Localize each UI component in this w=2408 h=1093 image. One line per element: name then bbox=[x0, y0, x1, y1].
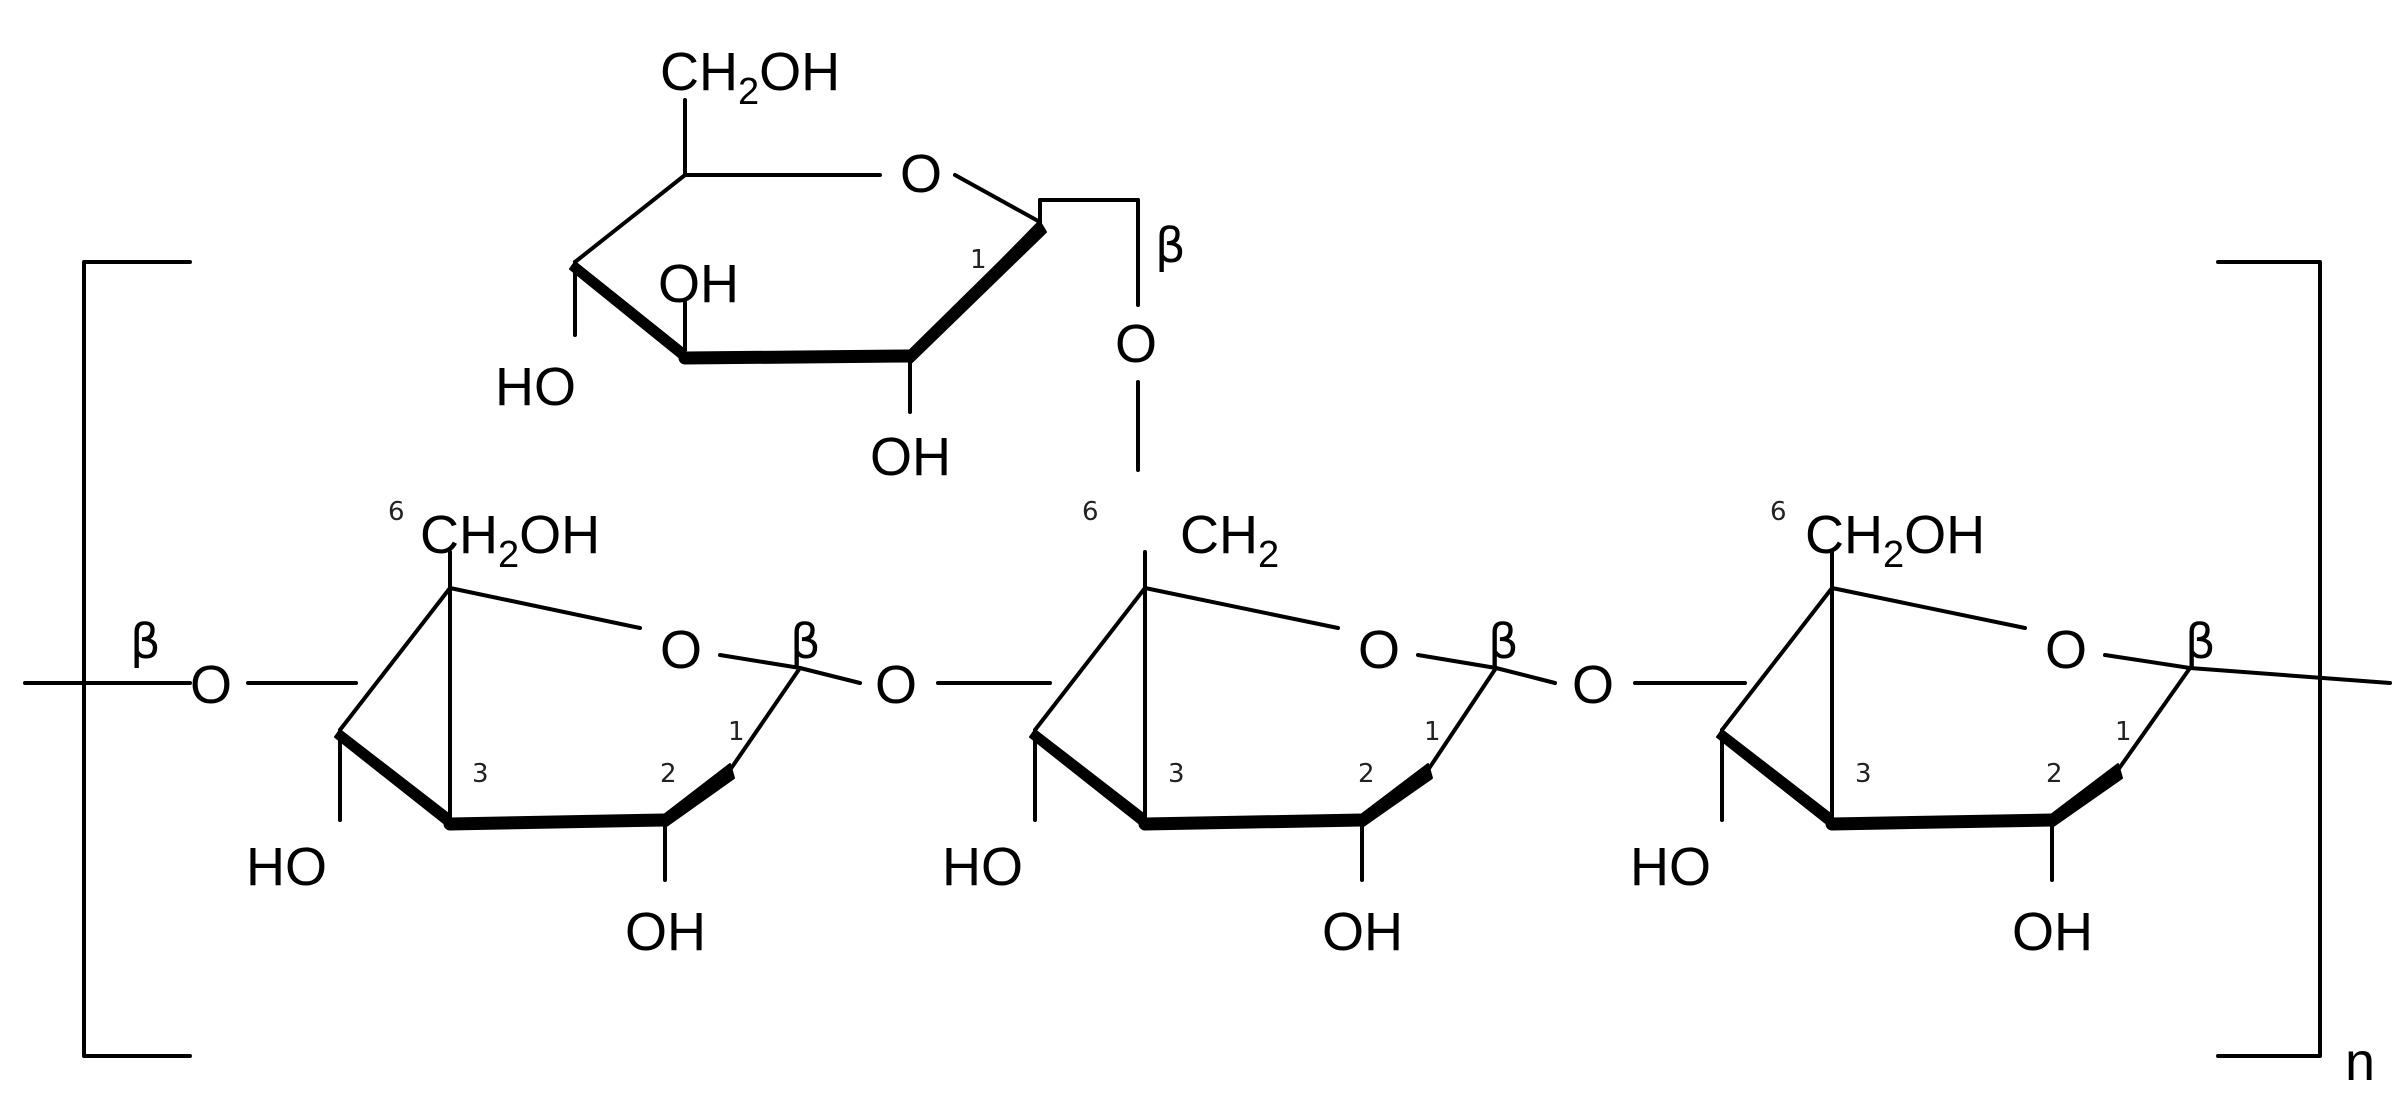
glycosidic-oxygen-2: O bbox=[1572, 655, 1614, 715]
position-2-label-ring2: 2 bbox=[1358, 759, 1375, 789]
hydroxyl-oh-branch-bottom: OH bbox=[870, 427, 951, 487]
ring-oxygen-1: O bbox=[660, 620, 702, 680]
branch-linkage-oxygen: O bbox=[1115, 314, 1157, 374]
ch2oh-group-1: CH2OH bbox=[420, 505, 600, 576]
position-3-label-ring2: 3 bbox=[1168, 759, 1185, 789]
position-1-label-branch: 1 bbox=[970, 245, 987, 275]
beta-label-left: β bbox=[130, 614, 161, 670]
position-6-label-ring2: 6 bbox=[1082, 497, 1099, 527]
hydroxyl-oh-ring2: OH bbox=[1322, 902, 1403, 962]
ch2oh-group-3: CH2OH bbox=[1805, 505, 1985, 576]
hydroxyl-oh-ring1: OH bbox=[625, 902, 706, 962]
beta-label-ring2: β bbox=[1488, 614, 1519, 670]
hydroxyl-oh-branch-top: OH bbox=[658, 254, 739, 314]
position-2-label-ring3: 2 bbox=[2046, 759, 2063, 789]
ch2-group-ring2: CH2 bbox=[1180, 505, 1279, 576]
beta-label-ring3: β bbox=[2185, 614, 2216, 670]
glucose-ring-3 bbox=[1716, 550, 2192, 882]
hydroxyl-ho-ring3: HO bbox=[1630, 837, 1711, 897]
beta-label-branch: β bbox=[1155, 218, 1186, 274]
hydroxyl-oh-ring3: OH bbox=[2012, 902, 2093, 962]
ring-oxygen-2: O bbox=[1358, 620, 1400, 680]
ring-oxygen-branch: O bbox=[900, 144, 942, 204]
position-1-label-ring2: 1 bbox=[1424, 717, 1441, 747]
position-2-label: 2 bbox=[660, 759, 677, 789]
right-bracket bbox=[2216, 260, 2322, 1058]
glucose-ring-2 bbox=[1029, 550, 1498, 882]
position-6-label: 6 bbox=[388, 497, 405, 527]
glucose-ring-1 bbox=[334, 550, 802, 882]
left-bracket bbox=[82, 260, 192, 1058]
hydroxyl-ho-branch: HO bbox=[495, 357, 576, 417]
glycosidic-oxygen-left: O bbox=[190, 655, 232, 715]
repeat-subscript-n: n bbox=[2345, 1032, 2375, 1092]
position-6-label-ring3: 6 bbox=[1770, 497, 1787, 527]
ch2oh-group-branch: CH2OH bbox=[660, 42, 840, 113]
glycosidic-oxygen-1: O bbox=[875, 655, 917, 715]
beta-label-ring1: β bbox=[790, 614, 821, 670]
glucose-branch-ring bbox=[569, 98, 1140, 472]
hydroxyl-ho-ring1: HO bbox=[246, 837, 327, 897]
ring-oxygen-3: O bbox=[2045, 620, 2087, 680]
position-3-label-ring3: 3 bbox=[1855, 759, 1872, 789]
position-1-label-ring3: 1 bbox=[2115, 717, 2132, 747]
position-1-label: 1 bbox=[728, 717, 745, 747]
backbone-bonds bbox=[23, 666, 2392, 685]
hydroxyl-ho-ring2: HO bbox=[942, 837, 1023, 897]
position-3-label: 3 bbox=[472, 759, 489, 789]
